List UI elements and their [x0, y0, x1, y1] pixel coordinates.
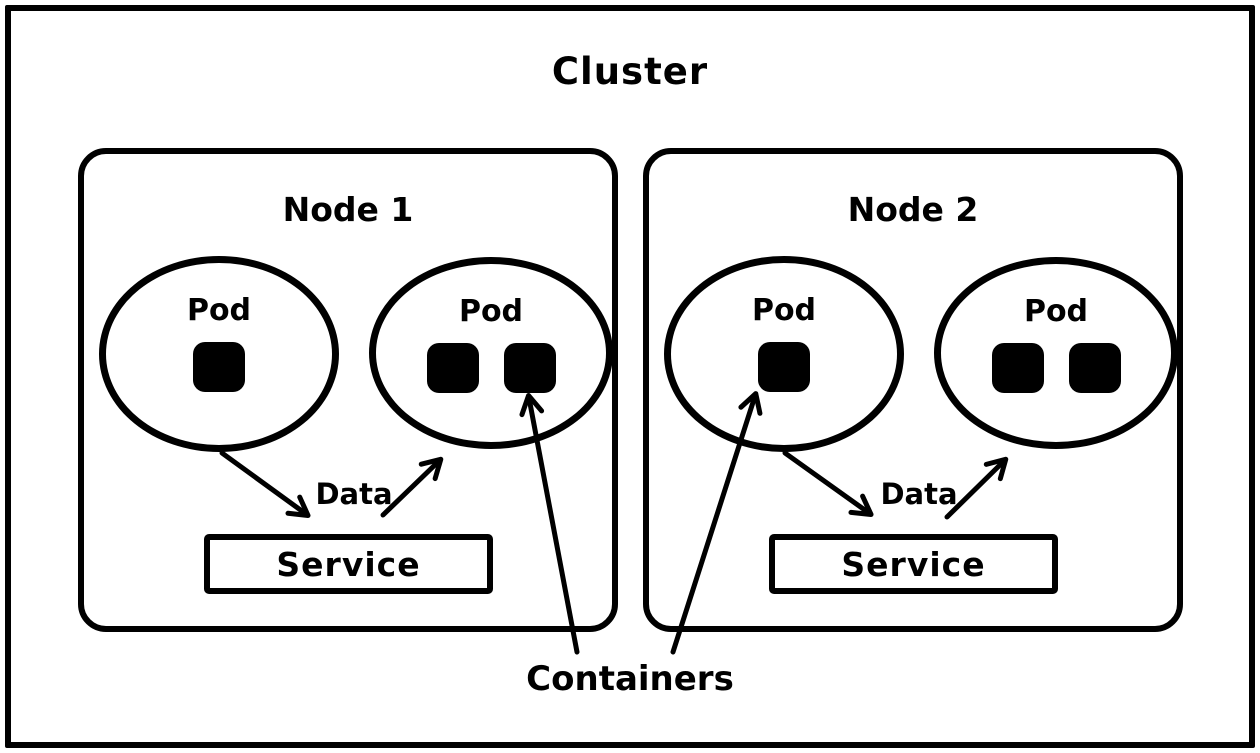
container-icon	[991, 343, 1044, 393]
containers-label: Containers	[526, 659, 734, 699]
container-icon	[193, 342, 245, 392]
node-1-title: Node 1	[282, 190, 414, 229]
containers-row	[758, 342, 810, 392]
node-1-pod-1: Pod	[99, 256, 339, 452]
node-1-service: Service	[204, 534, 493, 594]
cluster-title: Cluster	[551, 50, 709, 93]
containers-row	[193, 342, 245, 392]
containers-row	[991, 343, 1121, 393]
container-icon	[1068, 343, 1121, 393]
pod-label: Pod	[458, 294, 524, 329]
node-2-title: Node 2	[847, 190, 979, 229]
pod-label: Pod	[751, 293, 817, 328]
container-icon	[503, 343, 556, 393]
node-2-service: Service	[769, 534, 1058, 594]
pod-label: Pod	[186, 293, 252, 328]
node-2-pod-1: Pod	[664, 256, 904, 452]
node-1: Node 1 Pod Pod Data Service	[78, 148, 618, 632]
data-flow-label: Data	[315, 477, 393, 511]
containers-row	[426, 343, 556, 393]
data-flow-label: Data	[880, 477, 958, 511]
container-icon	[758, 342, 810, 392]
pod-label: Pod	[1023, 294, 1089, 329]
node-1-pod-2: Pod	[369, 257, 613, 449]
node-2: Node 2 Pod Pod Data Service	[643, 148, 1183, 632]
cluster-boundary	[5, 5, 1255, 748]
container-icon	[426, 343, 479, 393]
node-2-pod-2: Pod	[934, 257, 1178, 449]
